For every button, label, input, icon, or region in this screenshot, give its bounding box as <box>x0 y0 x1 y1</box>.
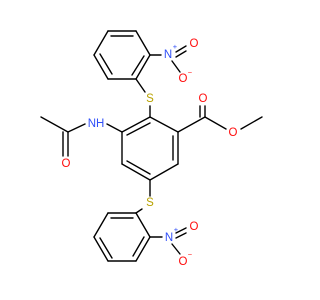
nitro-oxygen-top-charge: − <box>188 68 193 77</box>
bond <box>171 60 181 73</box>
bond <box>175 50 187 58</box>
nitro-oxygen-top-down: O <box>179 73 188 85</box>
bond <box>149 116 179 133</box>
ester-carbonyl-oxygen: O <box>199 93 208 105</box>
atom-labels: S S N + O O − NH O O O N + O O − <box>62 38 238 268</box>
bond <box>240 116 263 130</box>
bond <box>204 116 227 130</box>
nitro-nitrogen-bottom-charge: + <box>174 225 179 234</box>
sulfur-atom-bottom: S <box>146 197 154 209</box>
bond <box>135 212 151 238</box>
nitro-nitrogen-top: N <box>164 49 172 61</box>
nitro-oxygen-top-right: O <box>190 38 199 50</box>
bond <box>106 123 123 133</box>
bond <box>93 30 109 56</box>
nitro-nitrogen-bottom: N <box>165 232 173 244</box>
bond <box>126 122 151 136</box>
bond <box>135 208 143 214</box>
bond <box>121 163 151 181</box>
bond <box>175 232 187 239</box>
bond <box>135 30 151 56</box>
nitro-nitrogen-top-charge: + <box>173 42 178 51</box>
amide-oxygen: O <box>62 158 71 170</box>
bond <box>40 116 69 133</box>
bond <box>177 116 206 133</box>
nitro-oxygen-bottom-charge: − <box>188 250 193 259</box>
bond <box>121 116 151 133</box>
bond <box>175 227 187 234</box>
bond <box>93 212 109 238</box>
bond <box>131 55 145 76</box>
bond <box>171 243 181 255</box>
bond <box>149 163 179 181</box>
bond <box>135 54 151 80</box>
amide-nh: NH <box>88 118 105 130</box>
bonds <box>40 30 263 262</box>
chemical-structure-diagram: S S N + O O − NH O O O N + O O − <box>40 30 263 268</box>
bond <box>126 160 151 175</box>
bond <box>67 123 86 133</box>
bond <box>135 236 151 262</box>
bond <box>93 236 109 262</box>
nitro-oxygen-bottom-down: O <box>179 256 188 268</box>
bond <box>99 237 113 259</box>
bond <box>132 236 145 257</box>
bond <box>175 45 187 53</box>
ester-ether-oxygen: O <box>229 127 238 139</box>
bond <box>99 53 113 75</box>
bond <box>135 78 146 93</box>
nitro-oxygen-bottom-right: O <box>190 221 199 233</box>
bond <box>93 54 109 80</box>
sulfur-atom-top: S <box>146 93 154 105</box>
